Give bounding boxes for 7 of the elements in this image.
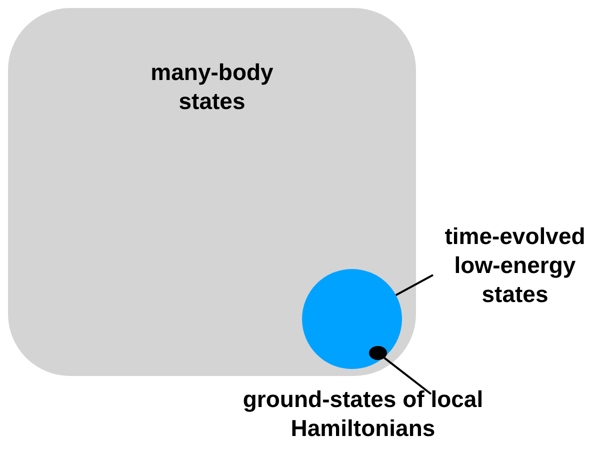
dot-marker	[369, 346, 387, 360]
leader-line	[395, 274, 434, 296]
region-label: time-evolved low-energy states	[425, 222, 605, 312]
rounded-region	[8, 8, 416, 376]
region-label: ground-states of local Hamiltonians	[228, 385, 498, 445]
leader-line	[384, 357, 432, 395]
region-label: many-body states	[150, 58, 274, 116]
